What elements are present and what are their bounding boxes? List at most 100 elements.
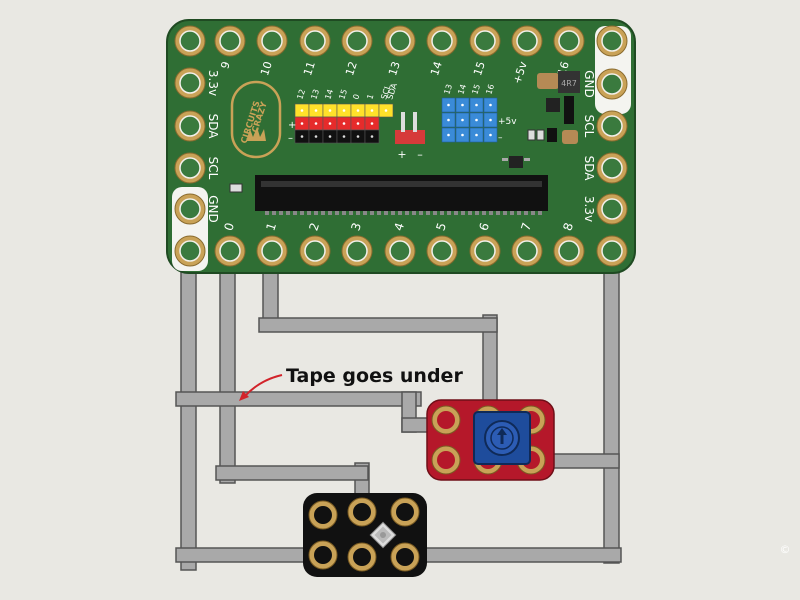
- header-label: 13: [309, 88, 321, 100]
- servo-minus-label: –: [498, 133, 503, 143]
- servo-label: 15: [470, 83, 482, 95]
- pin-right-GND[interactable]: [596, 68, 628, 100]
- led-pad[interactable]: [347, 542, 377, 572]
- pin-top-11[interactable]: [299, 25, 331, 57]
- pin-label-bottom: 3: [348, 221, 364, 233]
- header-label: 12: [295, 88, 307, 100]
- pin-label-left: 3.3v: [206, 70, 220, 96]
- pin-bottom-left-gnd[interactable]: [174, 235, 206, 267]
- header-plus-label: +: [288, 120, 296, 131]
- pin-label-left: SCL: [206, 157, 220, 180]
- header-label: 1: [365, 93, 375, 101]
- led-pad[interactable]: [390, 497, 420, 527]
- rgb-led: [369, 521, 397, 549]
- pin-label-bottom: 5: [433, 221, 449, 233]
- tape-pin0-vertical: [219, 242, 236, 484]
- pin-top-14[interactable]: [426, 25, 458, 57]
- pin-top-16[interactable]: [553, 25, 585, 57]
- pot-knob-ring: [490, 426, 514, 450]
- pot-pad[interactable]: [431, 405, 461, 435]
- conductive-tape: [175, 239, 622, 571]
- tape-annotation: Tape goes under: [239, 365, 463, 401]
- pin-label-top: 12: [343, 60, 360, 77]
- inductor-label: 4R7: [561, 79, 577, 88]
- pin-top-9[interactable]: [214, 25, 246, 57]
- power-minus-label: –: [417, 148, 423, 161]
- pin-label-left: SDA: [206, 114, 220, 140]
- pin-left-SDA[interactable]: [174, 110, 206, 142]
- pin-label-top: 13: [386, 60, 403, 77]
- pot-pad[interactable]: [431, 445, 461, 475]
- tape-pin1-horizontal: [258, 317, 498, 333]
- pin-top-+5v[interactable]: [511, 25, 543, 57]
- pin-label-bottom: 2: [306, 221, 322, 233]
- pin-label-top: 11: [301, 60, 318, 77]
- led-pad[interactable]: [347, 497, 377, 527]
- pin-bottom-0[interactable]: [214, 235, 246, 267]
- edge-connector-slot: [261, 181, 542, 187]
- header-label: 14: [323, 88, 335, 100]
- pin-top-left[interactable]: [174, 25, 206, 57]
- crazy-circuits-logo: CRAZY CIRCUITS: [230, 80, 282, 159]
- pin-top-15[interactable]: [469, 25, 501, 57]
- header-minus-label: –: [288, 133, 293, 144]
- pin-left-GND[interactable]: [174, 193, 206, 225]
- pin-bottom-4[interactable]: [384, 235, 416, 267]
- annotation-arrow: [244, 374, 283, 397]
- annotation-arrowhead-icon: [239, 391, 249, 401]
- servo-label: 13: [442, 83, 454, 95]
- pin-bottom-6[interactable]: [469, 235, 501, 267]
- pin-label-bottom: 1: [263, 221, 279, 233]
- pin-bottom-1[interactable]: [256, 235, 288, 267]
- tape-led-horizontal: [215, 465, 369, 481]
- pin-right-SDA[interactable]: [596, 152, 628, 184]
- pin-label-top: 14: [428, 60, 445, 77]
- power-connector: + –: [395, 112, 425, 161]
- pin-bottom-8[interactable]: [553, 235, 585, 267]
- tape-pot-right-horizontal: [544, 453, 620, 469]
- pin-bottom-3[interactable]: [341, 235, 373, 267]
- servo-5v-label: +5v: [498, 117, 517, 127]
- servo-label: 16: [484, 83, 496, 95]
- components: 4R7: [229, 71, 580, 193]
- pin-left-SCL[interactable]: [174, 152, 206, 184]
- pin-top-right-gnd[interactable]: [596, 25, 628, 57]
- pin-label-right: SDA: [582, 156, 596, 182]
- pin-label-bottom: 8: [560, 221, 576, 233]
- pin-label-bottom: 0: [221, 221, 237, 233]
- pin-right-SCL[interactable]: [596, 110, 628, 142]
- pin-label-bottom: 7: [518, 221, 534, 233]
- led-pad[interactable]: [308, 500, 338, 530]
- pin-right-3.3v[interactable]: [596, 193, 628, 225]
- power-plus-label: +: [397, 148, 406, 161]
- pin-label-right: SCL: [582, 115, 596, 138]
- pin-bottom-7[interactable]: [511, 235, 543, 267]
- edge-connector: [255, 175, 548, 211]
- pin-label-top: 15: [471, 60, 488, 77]
- arrow-up-icon: [497, 428, 507, 444]
- led-pad[interactable]: [390, 542, 420, 572]
- led-pad[interactable]: [308, 540, 338, 570]
- pin-left-3.3v[interactable]: [174, 67, 206, 99]
- pin-label-top: 9: [218, 60, 233, 71]
- crown-icon: [246, 127, 266, 141]
- pin-bottom-2[interactable]: [299, 235, 331, 267]
- pin-label-bottom: 6: [476, 221, 492, 233]
- potentiometer-board: [426, 399, 555, 481]
- pin-bottom-right[interactable]: [596, 235, 628, 267]
- pin-top-12[interactable]: [341, 25, 373, 57]
- pin-label-right: 3.3v: [582, 196, 596, 222]
- pin-label-top: 10: [258, 60, 275, 77]
- header-label: 15: [337, 88, 349, 100]
- pin-top-10[interactable]: [256, 25, 288, 57]
- pin-top-13[interactable]: [384, 25, 416, 57]
- tape-pot-horizontal: [175, 391, 422, 407]
- tape-right-vertical: [603, 242, 620, 564]
- pin-bottom-5[interactable]: [426, 235, 458, 267]
- servo-label: 14: [456, 83, 468, 95]
- header-label: 0: [351, 93, 361, 101]
